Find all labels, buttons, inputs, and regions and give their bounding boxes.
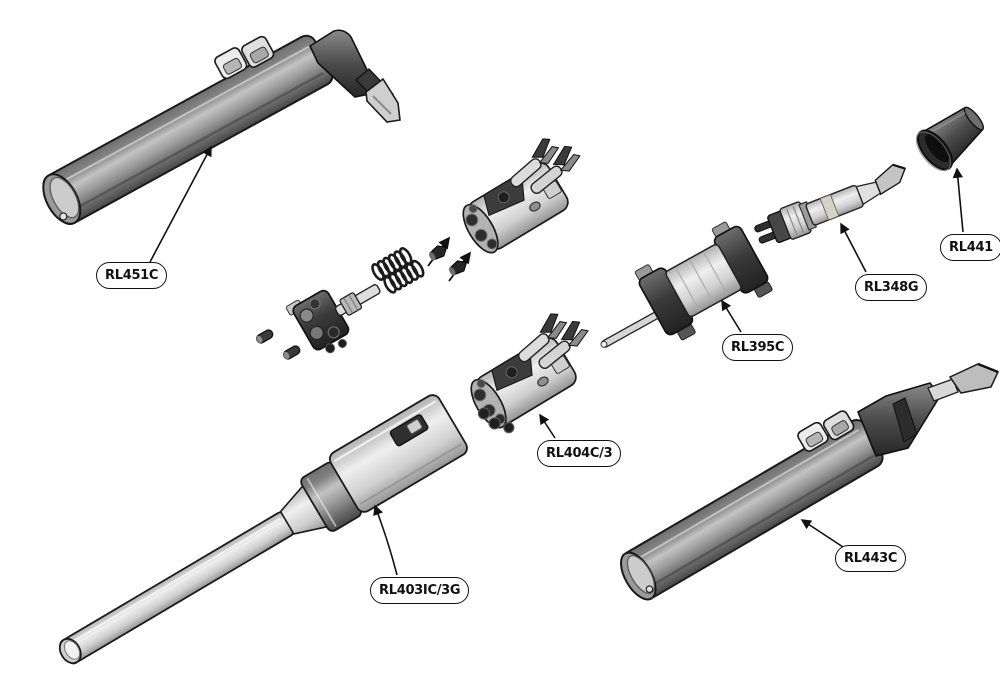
spring-drawing xyxy=(371,247,425,294)
rl443c-handpiece-drawing xyxy=(620,362,1000,601)
part-label-rl443c: RL443C xyxy=(835,545,907,572)
leader-line-rl451c xyxy=(149,145,212,263)
part-label-rl395c: RL395C xyxy=(722,334,794,361)
leader-line-rl395c xyxy=(721,299,742,333)
valve-core-drawing xyxy=(427,236,472,282)
rl395c-cartridge-drawing xyxy=(600,221,773,348)
leader-line-rl404c3 xyxy=(539,413,556,439)
part-label-rl348g: RL348G xyxy=(855,274,928,301)
leader-line-rl441 xyxy=(952,167,964,233)
part-label-rl404c3: RL404C/3 xyxy=(537,440,622,467)
rl348g-tip-drawing xyxy=(754,163,906,244)
pin-drawing xyxy=(283,345,301,360)
valve-block-upper-drawing xyxy=(445,124,602,259)
rl403ic3g-handpiece-drawing xyxy=(58,394,468,665)
rl451c-handpiece-drawing xyxy=(42,29,401,225)
leader-lines xyxy=(149,145,964,576)
leader-line-rl403ic3g xyxy=(373,504,398,576)
rl404c3-valve-block-drawing xyxy=(453,299,610,434)
part-label-rl403ic3g: RL403IC/3G xyxy=(370,577,470,604)
pin-drawing xyxy=(256,329,274,344)
part-label-rl441: RL441 xyxy=(940,234,1000,261)
valve-stem-drawing xyxy=(285,284,381,354)
leader-line-rl443c xyxy=(800,519,844,548)
leader-line-rl348g xyxy=(840,222,867,273)
part-label-rl451c: RL451C xyxy=(96,262,168,289)
rl441-cone-drawing xyxy=(915,106,985,172)
